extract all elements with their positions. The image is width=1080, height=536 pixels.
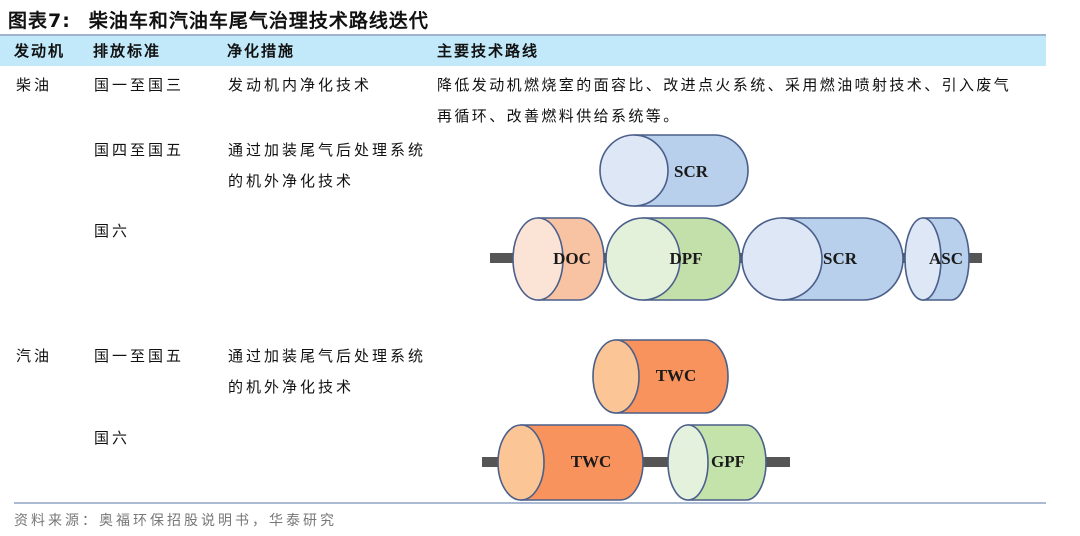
cylinder-gpf-body xyxy=(687,424,767,501)
label-asc: ASC xyxy=(929,249,963,268)
standard-diesel-g6: 国六 xyxy=(94,222,131,240)
label-doc: DOC xyxy=(553,249,591,268)
route-diesel-g1-3-line2: 再循环、改善燃料供给系统等。 xyxy=(437,107,681,125)
cylinder-scr-face xyxy=(741,217,823,301)
figure-label: 图表7: xyxy=(8,10,71,32)
header-standard: 排放标准 xyxy=(93,42,162,60)
cylinder-asc-face xyxy=(904,217,942,301)
measure-gasoline-g1-5-line1: 通过加装尾气后处理系统 xyxy=(228,347,427,365)
measure-diesel-g1-3: 发动机内净化技术 xyxy=(228,76,373,94)
table-bottom-rule xyxy=(14,502,1046,504)
cylinder-twc-top-face xyxy=(592,339,640,414)
cylinder-gpf-face xyxy=(667,424,709,501)
label-twc: TWC xyxy=(571,452,612,471)
cylinder-doc-face xyxy=(512,217,564,301)
source-note: 资料来源：奥福环保招股说明书，华泰研究 xyxy=(14,513,337,529)
route-diesel-g1-3-line1: 降低发动机燃烧室的面容比、改进点火系统、采用燃油喷射技术、引入废气 xyxy=(437,76,1012,94)
standard-diesel-g4-5: 国四至国五 xyxy=(94,141,185,159)
cylinder-twc-top-body xyxy=(615,339,729,414)
cylinder-twc-top xyxy=(592,339,729,414)
cylinder-twc-face xyxy=(497,424,545,501)
cylinder-gpf xyxy=(667,424,767,501)
header-measure: 净化措施 xyxy=(227,42,296,60)
cylinder-asc xyxy=(904,217,970,301)
engine-gasoline: 汽油 xyxy=(16,347,53,365)
cylinder-scr xyxy=(741,217,904,301)
header-route: 主要技术路线 xyxy=(437,42,540,60)
cylinder-dpf xyxy=(605,217,741,301)
cylinder-scr-top-face xyxy=(599,134,669,207)
cylinder-dpf-face xyxy=(605,217,681,301)
label-scr-top: SCR xyxy=(674,162,709,181)
figure-title-text: 柴油车和汽油车尾气治理技术路线迭代 xyxy=(88,10,429,32)
measure-gasoline-g1-5-line2: 的机外净化技术 xyxy=(228,378,355,396)
cylinder-doc xyxy=(512,217,605,301)
label-scr: SCR xyxy=(823,249,858,268)
figure-title: 图表7: 柴油车和汽油车尾气治理技术路线迭代 xyxy=(8,6,429,33)
table-header-band xyxy=(0,34,1046,66)
standard-gasoline-g6: 国六 xyxy=(94,429,131,447)
engine-diesel: 柴油 xyxy=(16,76,53,94)
cylinder-scr-top xyxy=(599,134,749,207)
header-engine: 发动机 xyxy=(14,42,66,60)
cylinder-twc xyxy=(497,424,644,501)
measure-diesel-g4-5-line1: 通过加装尾气后处理系统 xyxy=(228,141,427,159)
label-dpf: DPF xyxy=(669,249,702,268)
label-twc-top: TWC xyxy=(656,366,697,385)
standard-gasoline-g1-5: 国一至国五 xyxy=(94,347,185,365)
measure-diesel-g4-5-line2: 的机外净化技术 xyxy=(228,172,355,190)
standard-diesel-g1-3: 国一至国三 xyxy=(94,76,185,94)
label-gpf: GPF xyxy=(711,452,745,471)
cylinder-twc-body xyxy=(520,424,644,501)
